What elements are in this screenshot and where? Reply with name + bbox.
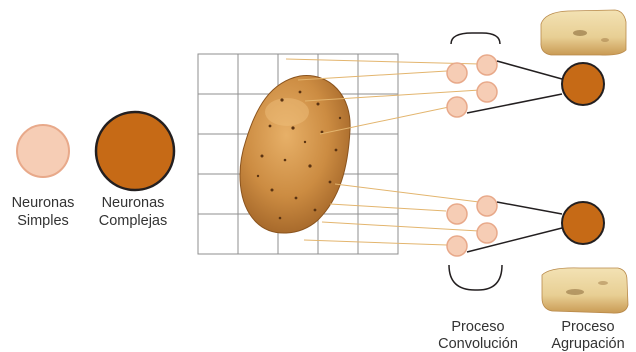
pooling-label-line2: Agrupación bbox=[551, 336, 624, 352]
complex-neurons-label-line1: Neuronas bbox=[102, 195, 165, 211]
convolution-bracket-top bbox=[450, 32, 501, 45]
simple-neurons-label-line2: Simples bbox=[17, 213, 69, 229]
convolution-cluster-top bbox=[446, 54, 498, 118]
simple-neuron bbox=[476, 195, 498, 217]
simple-neuron bbox=[476, 222, 498, 244]
simple-neuron bbox=[446, 62, 468, 84]
simple-neuron-legend bbox=[16, 124, 70, 178]
potato-slice-image bbox=[541, 267, 629, 314]
connection-lines bbox=[285, 58, 481, 246]
convolution-label-line2: Convolución bbox=[438, 336, 518, 352]
complex-neuron-bottom bbox=[561, 201, 605, 245]
convolution-label-line1: Proceso bbox=[451, 319, 504, 335]
convolution-bracket-bottom bbox=[448, 264, 503, 291]
simple-neuron bbox=[476, 81, 498, 103]
complex-neuron-legend bbox=[94, 110, 176, 192]
potato-slice-image bbox=[540, 9, 627, 56]
simple-neuron bbox=[446, 235, 468, 257]
pooling-lines bbox=[466, 60, 563, 253]
potato-image bbox=[239, 75, 351, 234]
simple-neuron bbox=[446, 96, 468, 118]
simple-neuron bbox=[476, 54, 498, 76]
complex-neurons-label-line2: Complejas bbox=[99, 213, 168, 229]
simple-neuron bbox=[446, 203, 468, 225]
simple-neurons-label-line1: Neuronas bbox=[12, 195, 75, 211]
convolution-cluster-bottom bbox=[446, 195, 498, 257]
complex-neuron-top bbox=[561, 62, 605, 106]
pooling-label-line1: Proceso bbox=[561, 319, 614, 335]
